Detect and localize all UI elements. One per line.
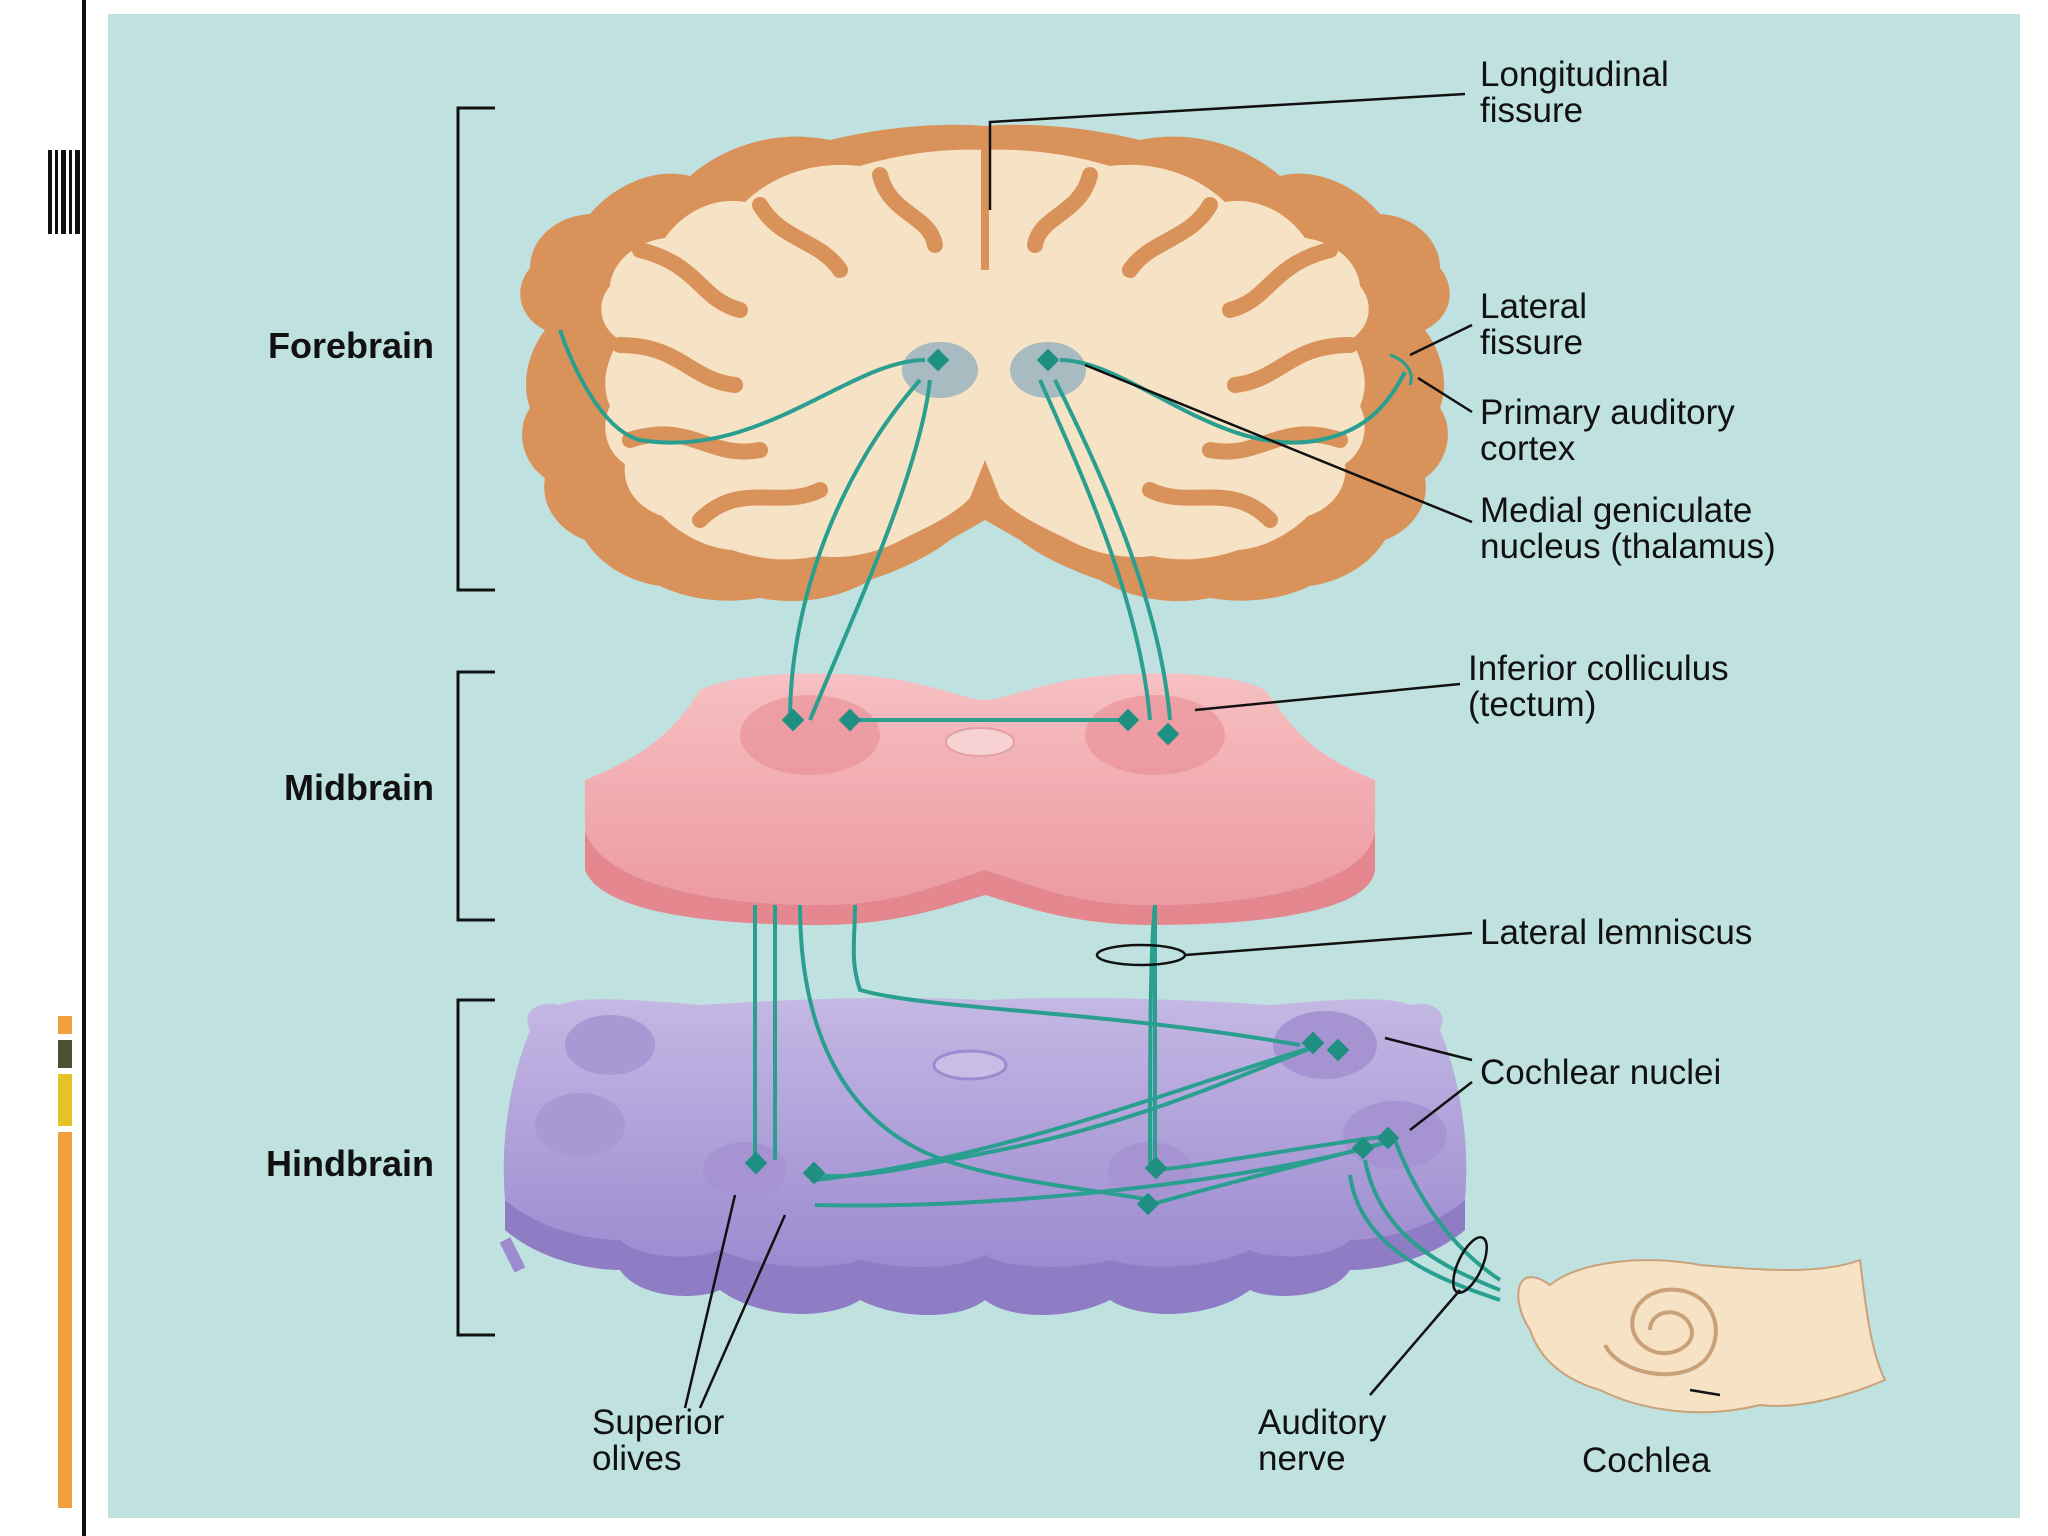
label-hindbrain: Hindbrain [266, 1143, 434, 1184]
label-primary-auditory-line1: Primary auditory [1480, 393, 1735, 432]
label-inferior-colliculus-line2: (tectum) [1468, 685, 1596, 724]
label-auditory-nerve-line1: Auditory [1258, 1403, 1387, 1442]
midbrain-body [585, 673, 1375, 905]
label-longitudinal-fissure-line2: fissure [1480, 91, 1583, 130]
label-forebrain: Forebrain [268, 325, 434, 366]
label-midbrain: Midbrain [284, 767, 434, 808]
cochlear-nucleus-dorsal [1273, 1011, 1377, 1079]
leader-lines [683, 92, 1721, 1409]
midbrain-section [585, 673, 1375, 925]
auditory-nerve-stump [499, 1237, 526, 1273]
bracket-midbrain [456, 670, 495, 922]
cerebral-aqueduct [945, 727, 1015, 757]
cochlea-spiral [1603, 1287, 1718, 1377]
bracket-forebrain [456, 106, 495, 592]
label-longitudinal-fissure-line1: Longitudinal [1480, 55, 1669, 94]
slide-left-rule [82, 0, 86, 1536]
hindbrain-section [499, 997, 1467, 1315]
label-primary-auditory-line2: cortex [1480, 429, 1576, 468]
accent-bar-orange-top [58, 1016, 72, 1034]
inferior-colliculus-right [1085, 695, 1225, 775]
label-superior-olives-line1: Superior [592, 1403, 725, 1442]
accent-bar-yellow [58, 1074, 72, 1126]
decorative-stripes [48, 150, 80, 234]
bracket-hindbrain [456, 998, 495, 1337]
hindbrain-canal [932, 1049, 1008, 1081]
accent-bar-olive [58, 1040, 72, 1068]
label-cochlear-nuclei: Cochlear nuclei [1480, 1053, 1721, 1092]
hindbrain-body [503, 997, 1467, 1267]
label-superior-olives-line2: olives [592, 1439, 681, 1478]
inferior-colliculus-left [740, 695, 880, 775]
lateral-fissure-mark [1389, 353, 1413, 386]
forebrain-section [520, 124, 1450, 602]
label-auditory-nerve-line2: nerve [1258, 1439, 1346, 1478]
midbrain-body-side [585, 830, 1375, 925]
cerebral-white-matter [601, 149, 1369, 560]
superior-olive-left [703, 1142, 787, 1198]
cochlea-shell [1517, 1258, 1887, 1414]
label-medial-geniculate-line1: Medial geniculate [1480, 491, 1752, 530]
accent-bar-orange [58, 1132, 72, 1508]
region-brackets [456, 106, 495, 1337]
cochlea-drawing [1517, 1258, 1887, 1414]
medial-geniculate-left [902, 342, 978, 398]
synapse-markers [744, 348, 1400, 1216]
label-lateral-fissure-line1: Lateral [1480, 287, 1587, 326]
hindbrain-spot-2 [535, 1093, 625, 1157]
auditory-pathway [558, 329, 1502, 1302]
label-inferior-colliculus-line1: Inferior colliculus [1468, 649, 1729, 688]
label-cochlea: Cochlea [1582, 1441, 1711, 1480]
label-medial-geniculate-line2: nucleus (thalamus) [1480, 527, 1776, 566]
label-lateral-lemniscus: Lateral lemniscus [1480, 913, 1752, 952]
lateral-lemniscus-marker [1095, 943, 1187, 967]
hindbrain-spot-1 [565, 1015, 655, 1075]
label-lateral-fissure-line2: fissure [1480, 323, 1583, 362]
